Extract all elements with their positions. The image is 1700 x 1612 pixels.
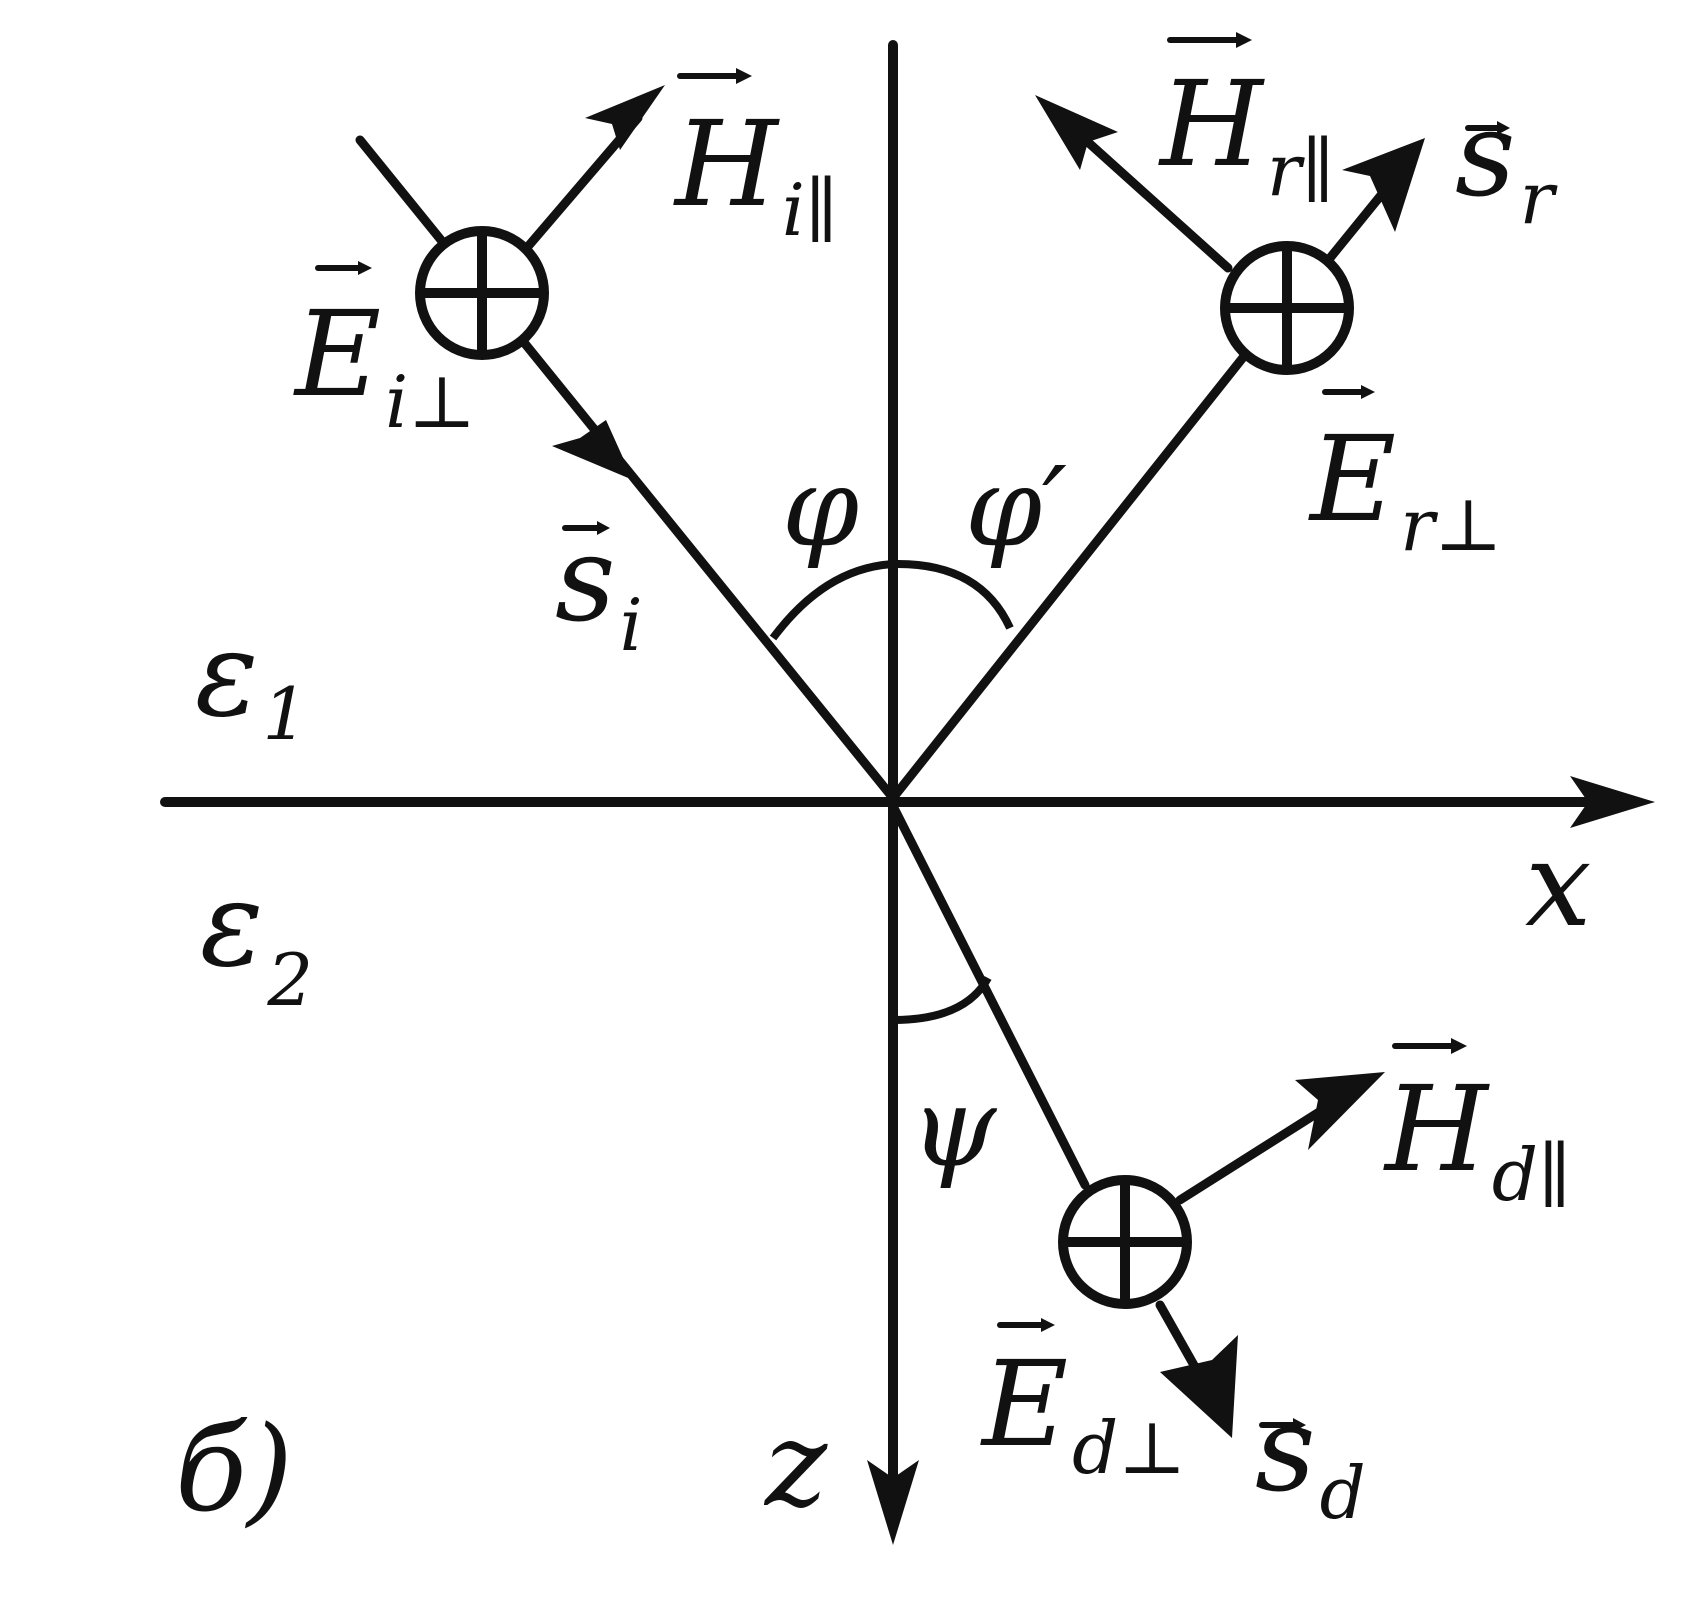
h-incident-label: Hi∥ [673,95,838,252]
x-axis-label: x [1525,815,1592,953]
angle-psi-label: ψ [910,1063,998,1191]
h-refracted-arrow [1175,1072,1385,1205]
e-refracted-into-page-icon [1058,1175,1192,1309]
h-reflected-label: Hr∥ [1158,55,1335,212]
figure-label: б) [175,1400,293,1538]
z-axis [867,40,919,1545]
medium-2-label: ε2 [200,855,313,1022]
h-reflected-arrow [1035,95,1233,273]
angle-arc-psi [892,975,992,1024]
s-incident-label: si [555,510,643,667]
h-incident-arrow [520,85,665,255]
h-refracted-label: Hd∥ [1383,1060,1571,1217]
medium-1-label: ε1 [195,605,308,756]
angle-phi-prime-label: φ′ [965,443,1067,571]
s-reflected-label: sr [1455,85,1558,240]
angle-arc-phi-prime [892,559,1014,630]
e-reflected-into-page-icon [1220,241,1354,375]
e-incident-into-page-icon [415,226,549,360]
vector-overbars [315,32,1510,1432]
s-refracted-label: sd [1255,1380,1366,1535]
incident-direction-arrowhead [552,420,633,480]
s-reflected-arrow [1325,138,1425,263]
z-axis-label: z [763,1395,828,1533]
refracted-ray [888,801,1090,1190]
e-incident-label: Ei⊥ [293,285,476,444]
angle-arc-phi [769,560,894,641]
e-reflected-label: Er⊥ [1308,410,1502,567]
reflected-ray [888,350,1250,803]
s-refracted-arrow [1155,1300,1238,1438]
angle-phi-label: φ [782,443,859,571]
e-refracted-label: Ed⊥ [980,1335,1186,1490]
